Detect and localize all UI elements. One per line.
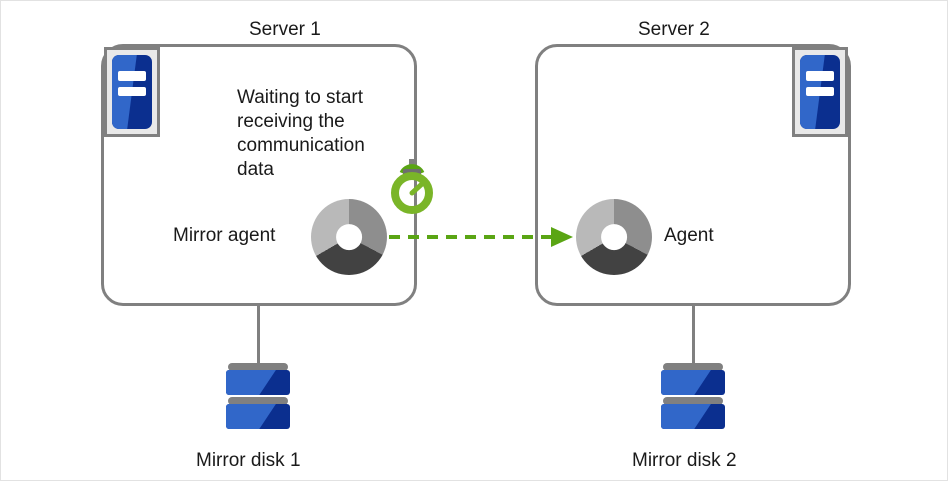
server-1-title: Server 1 (249, 19, 321, 40)
server-icon-body (112, 55, 152, 129)
server-1-status-text: Waiting to start receiving the communica… (237, 87, 365, 180)
mirror-disk-1-label: Mirror disk 1 (196, 450, 301, 471)
server-icon (792, 47, 848, 137)
mirror-agent-icon (311, 199, 387, 275)
agent-hole (336, 224, 362, 250)
server-icon-bar-2 (117, 86, 147, 97)
server-2-disk-connector (692, 306, 695, 364)
disk-plate-top (228, 363, 288, 371)
disk-slab-bottom (661, 404, 725, 429)
server-icon-body (800, 55, 840, 129)
server-1-disk-connector (257, 306, 260, 364)
agent-hole (601, 224, 627, 250)
disk-plate-mid (228, 397, 288, 405)
disk-plate-top (663, 363, 723, 371)
server-2-title: Server 2 (638, 19, 710, 40)
disk-slab-bottom (226, 404, 290, 429)
disk-slab-top (661, 370, 725, 395)
agent-label: Agent (664, 225, 714, 246)
mirror-disk-1-icon (226, 363, 290, 441)
agent-icon (576, 199, 652, 275)
disk-slab-top (226, 370, 290, 395)
server-icon-bar-2 (805, 86, 835, 97)
disk-plate-mid (663, 397, 723, 405)
mirror-agent-label: Mirror agent (173, 225, 276, 246)
server-icon-bar-1 (117, 71, 147, 81)
server-icon-bar-1 (805, 71, 835, 81)
mirror-disk-2-label: Mirror disk 2 (632, 450, 737, 471)
mirror-disk-2-icon (661, 363, 725, 441)
server-icon (104, 47, 160, 137)
